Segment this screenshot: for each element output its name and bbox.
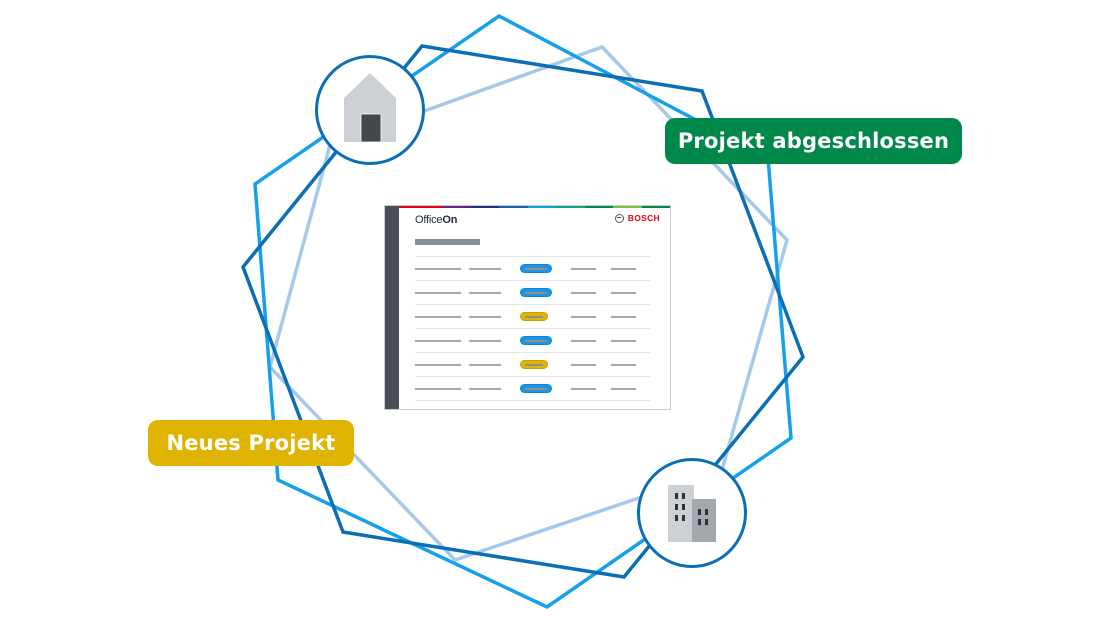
strip-segment (470, 206, 499, 208)
cell-placeholder (469, 340, 501, 342)
house-icon (344, 73, 396, 143)
cell-placeholder (571, 268, 596, 270)
table-row (415, 328, 650, 352)
office-buildings-node (637, 458, 747, 568)
cell-placeholder (469, 364, 501, 366)
strip-segment (556, 206, 585, 208)
status-pill-blue (520, 288, 552, 297)
cell-placeholder (469, 292, 501, 294)
project-completed-label: Projekt abgeschlossen (677, 129, 950, 153)
status-pill-blue (520, 336, 552, 345)
strip-segment (442, 206, 471, 208)
brand-color-strip (385, 206, 670, 208)
dark-cycle-polygon (241, 44, 805, 579)
table-end-divider (415, 400, 650, 401)
cell-placeholder (415, 364, 461, 366)
status-pill-yellow (520, 312, 548, 321)
officeon-app-preview: OfficeOn BOSCH (384, 205, 671, 410)
cell-placeholder (571, 364, 596, 366)
cell-placeholder (415, 388, 461, 390)
cell-placeholder (611, 292, 636, 294)
cell-placeholder (469, 316, 501, 318)
strip-segment (584, 206, 613, 208)
new-project-label: Neues Projekt (166, 431, 336, 455)
strip-segment (613, 206, 642, 208)
status-pill-blue (520, 264, 552, 273)
office-buildings-icon (668, 485, 716, 542)
house-node (315, 55, 425, 165)
cell-placeholder (469, 388, 501, 390)
bosch-brand: BOSCH (614, 213, 660, 223)
cell-placeholder (415, 316, 461, 318)
table-row (415, 256, 650, 280)
app-sidebar (385, 206, 399, 409)
cell-placeholder (571, 316, 596, 318)
project-table (415, 256, 650, 401)
strip-segment (499, 206, 528, 208)
cell-placeholder (611, 316, 636, 318)
strip-segment (641, 206, 670, 208)
logo-suffix: On (442, 214, 458, 226)
page-title-placeholder (415, 239, 480, 245)
bosch-armature-icon (614, 213, 624, 223)
cell-placeholder (571, 340, 596, 342)
table-row (415, 376, 650, 400)
table-row (415, 280, 650, 304)
cell-placeholder (571, 292, 596, 294)
status-pill-blue (520, 384, 552, 393)
cell-placeholder (611, 364, 636, 366)
cell-placeholder (611, 340, 636, 342)
table-row (415, 304, 650, 328)
cell-placeholder (415, 292, 461, 294)
officeon-logo: OfficeOn (415, 214, 457, 226)
cell-placeholder (571, 388, 596, 390)
table-row (415, 352, 650, 376)
cell-placeholder (415, 340, 461, 342)
cell-placeholder (611, 388, 636, 390)
cell-placeholder (469, 268, 501, 270)
project-completed-badge: Projekt abgeschlossen (665, 118, 962, 164)
logo-prefix: Office (415, 214, 443, 226)
status-pill-yellow (520, 360, 548, 369)
strip-segment (527, 206, 556, 208)
cell-placeholder (611, 268, 636, 270)
cell-placeholder (415, 268, 461, 270)
bosch-wordmark: BOSCH (627, 213, 660, 223)
new-project-badge: Neues Projekt (148, 420, 354, 466)
strip-segment (413, 206, 442, 208)
strip-segment (385, 206, 414, 208)
